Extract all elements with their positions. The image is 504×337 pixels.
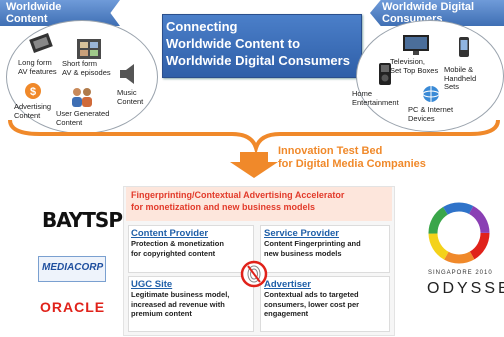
svg-text:$: $ [30,86,36,98]
service-provider-title: Service Provider [264,228,339,239]
content-provider-text: Content Provider Protection & monetizati… [131,228,253,258]
mediacorp-logo: MEDIACORP [42,262,104,273]
speaker-icon [120,64,134,84]
odyssey-text: ODYSSEY [427,280,504,297]
film-reel-icon [29,33,53,53]
mediacorp-logo-box [38,256,106,282]
singapore-2010-text: SINGAPORE 2010 [428,270,493,276]
advertiser-title: Advertiser [264,279,311,290]
tv-label: Television,Set Top Boxes [390,57,439,75]
ugc-site-card [128,276,254,332]
accelerator-header [126,187,392,221]
media-player-icon [379,63,391,85]
pc-globe-icon [422,86,440,102]
advertiser-text: Advertiser Contextual ads to targeted co… [264,279,388,319]
advertiser-card [260,276,390,332]
video-clips-icon [77,39,101,59]
fingerprint-icon [240,260,268,288]
brace-arrow [8,119,500,178]
dollar-icon: $ [25,83,41,99]
title-box [162,14,362,78]
odyssey-ring-logo [428,202,490,264]
ugc-site-text: UGC Site Legitimate business model, incr… [131,279,253,319]
mobile-phone-icon [459,37,469,57]
television-icon [403,35,429,55]
baytsp-logo: BAYTSP [42,208,123,232]
content-provider-title: Content Provider [131,228,209,239]
oracle-logo: ORACLE [40,299,106,315]
users-icon [72,88,92,107]
service-provider-text: Service Provider Content Fingerprinting … [264,228,388,258]
ugc-site-title: UGC Site [131,279,173,290]
accelerator-title: Fingerprinting/Contextual Advertising Ac… [131,190,345,212]
service-provider-card [260,225,390,273]
content-provider-card [128,225,254,273]
